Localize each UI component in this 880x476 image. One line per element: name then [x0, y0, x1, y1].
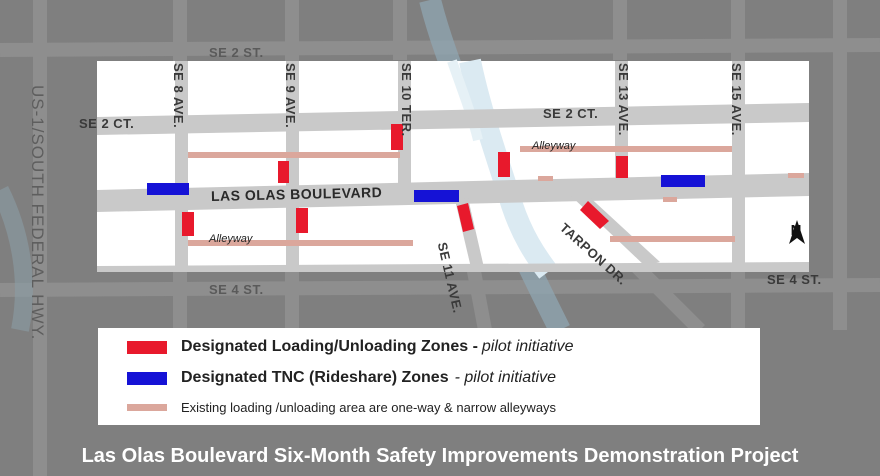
- north-label: N: [790, 222, 802, 239]
- north-arrow-icon: [789, 220, 805, 244]
- legend-existing-text: Existing loading /unloading area are one…: [181, 400, 557, 415]
- legend-loading-title: Designated Loading/Unloading Zones -: [181, 338, 478, 355]
- label-se-2-st: SE 2 ST.: [209, 45, 264, 60]
- label-se-15-ave: SE 15 AVE.: [729, 63, 744, 136]
- footer-title: Las Olas Boulevard Six-Month Safety Impr…: [81, 445, 799, 467]
- label-se-10-ter: SE 10 TER.: [399, 63, 414, 137]
- legend-swatch-tnc: [127, 371, 167, 385]
- legend-row-tnc: Designated TNC (Rideshare) Zones - pilot…: [127, 369, 556, 387]
- label-se-4-st-left: SE 4 ST.: [209, 282, 264, 297]
- legend-swatch-existing: [127, 404, 167, 411]
- legend: Designated Loading/Unloading Zones - pil…: [98, 328, 760, 425]
- legend-row-loading: Designated Loading/Unloading Zones - pil…: [127, 338, 574, 356]
- label-se-4-st-right: SE 4 ST.: [767, 272, 822, 287]
- label-se-2-ct-right: SE 2 CT.: [543, 106, 599, 121]
- existing-alleyways: [188, 146, 804, 246]
- legend-row-existing: Existing loading /unloading area are one…: [127, 400, 556, 415]
- label-se-8-ave: SE 8 AVE.: [171, 63, 186, 129]
- legend-swatch-loading: [127, 340, 167, 354]
- label-se-13-ave: SE 13 AVE.: [616, 63, 631, 136]
- label-alleyway-top: Alleyway: [532, 140, 576, 152]
- label-alleyway-bottom: Alleyway: [209, 233, 253, 245]
- label-se-9-ave: SE 9 AVE.: [283, 63, 298, 129]
- legend-tnc-sub: - pilot initiative: [454, 369, 556, 386]
- loading-zones: [182, 124, 628, 236]
- footer: Las Olas Boulevard Six-Month Safety Impr…: [0, 437, 880, 476]
- legend-loading-sub: pilot initiative: [481, 338, 574, 355]
- legend-tnc-title: Designated TNC (Rideshare) Zones: [181, 369, 449, 386]
- label-us-1-highway: US-1/SOUTH FEDERAL HWY.: [28, 85, 47, 341]
- label-se-2-ct-left: SE 2 CT.: [79, 116, 135, 131]
- tnc-zones: [147, 175, 705, 202]
